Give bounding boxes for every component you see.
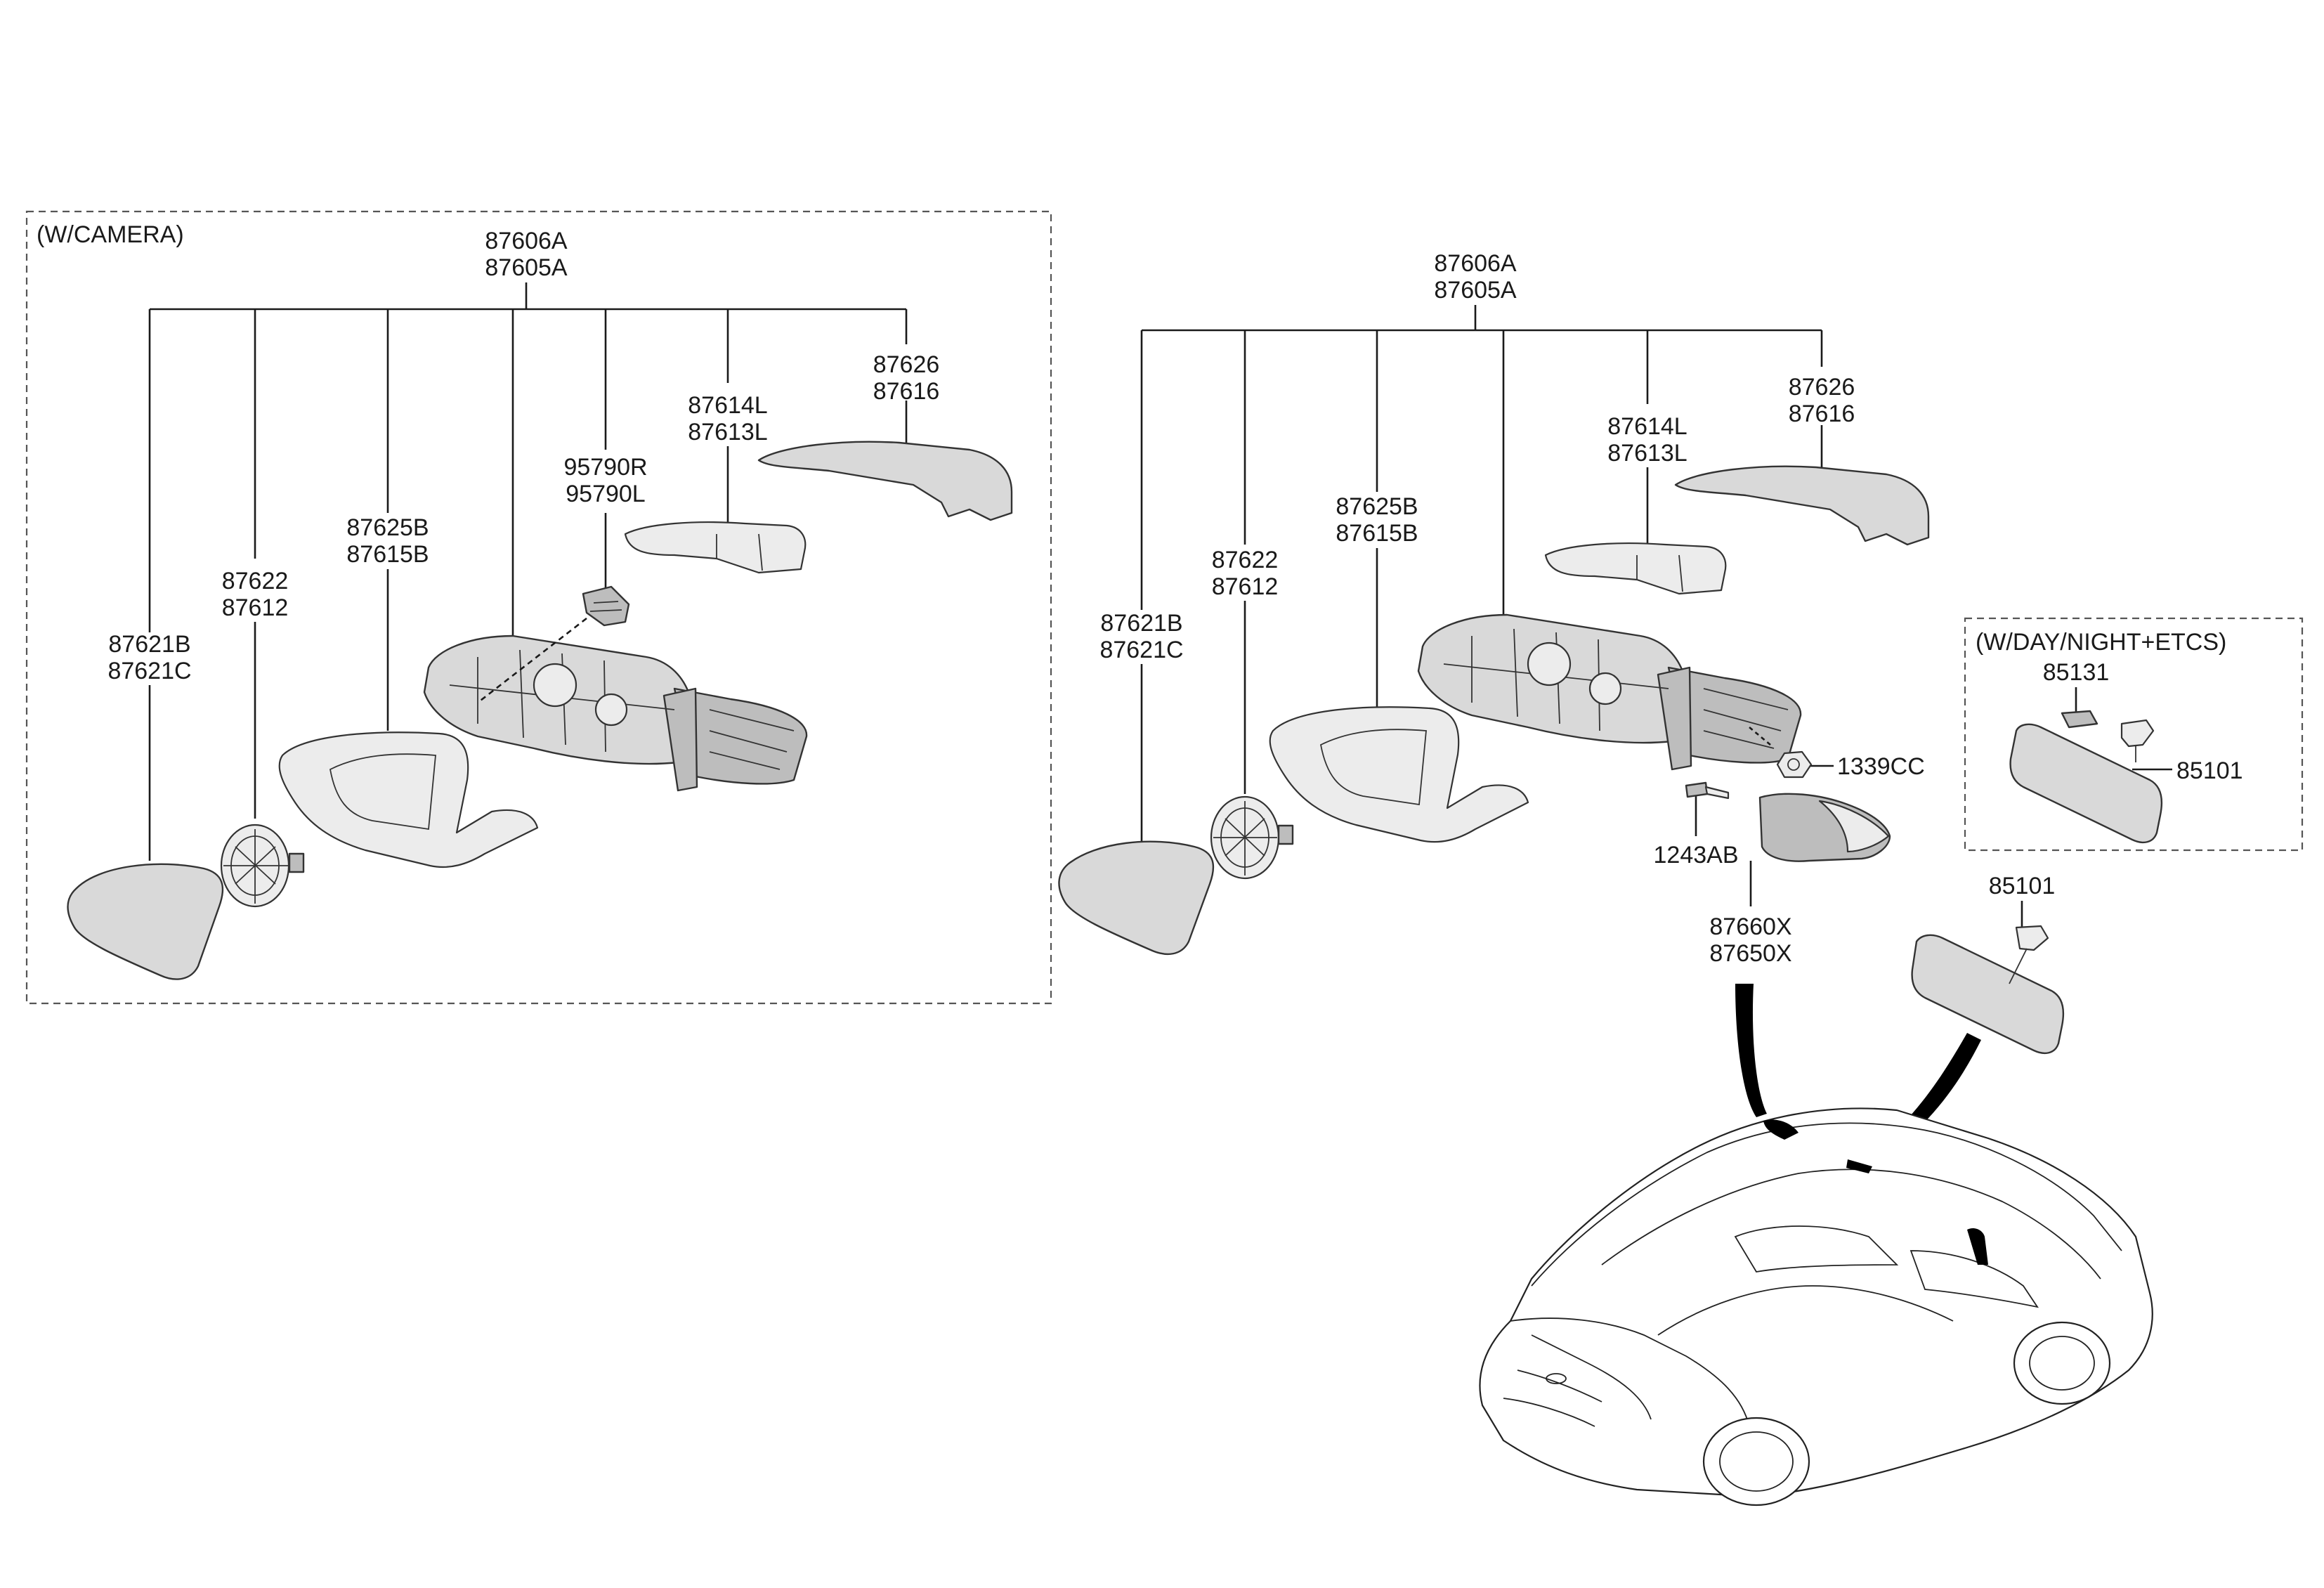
- day-night-etcs-box: [1964, 617, 2304, 852]
- left-lamp-label-1: 87614L: [688, 392, 767, 419]
- right-scalp-cover: [1674, 465, 1930, 546]
- right-holder-label-2: 87615B: [1336, 520, 1418, 547]
- left-holder-label-1: 87625B: [346, 514, 429, 541]
- right-holder-label-1: 87625B: [1336, 493, 1418, 520]
- right-mirror-holder: [1269, 706, 1529, 843]
- left-actuator-label-1: 87622: [222, 568, 289, 594]
- right-actuator-label-1: 87622: [1212, 547, 1279, 573]
- etcs-inside-mirror: [2009, 710, 2163, 844]
- right-actuator: [1210, 795, 1294, 880]
- left-holder-label-2: 87615B: [346, 541, 429, 568]
- inside-mirror-location-arrow: [1862, 1033, 1981, 1168]
- screw-label: 1243AB: [1654, 842, 1739, 868]
- left-actuator-label-2: 87612: [222, 594, 289, 621]
- right-scalp-label-1: 87626: [1789, 374, 1855, 401]
- cover-label-2: 87650X: [1709, 940, 1791, 967]
- nut-1339cc: [1749, 727, 1813, 779]
- cover-location-arrow: [1735, 984, 1767, 1117]
- cover-label-1: 87660X: [1709, 913, 1791, 940]
- right-mirror-housing: [1417, 613, 1802, 771]
- left-assembly-label-2: 87605A: [485, 254, 568, 281]
- right-turn-signal-lamp: [1544, 542, 1727, 595]
- left-camera: [477, 585, 630, 704]
- left-mirror-holder: [278, 731, 539, 868]
- right-glass-label-1: 87621B: [1100, 610, 1182, 637]
- left-camera-label-1: 95790R: [563, 454, 647, 481]
- right-actuator-label-2: 87612: [1212, 573, 1279, 600]
- screw-1243ab: [1685, 781, 1730, 800]
- left-mirror-housing: [423, 634, 808, 792]
- left-turn-signal-lamp: [624, 521, 807, 574]
- right-lamp-label-1: 87614L: [1607, 413, 1687, 440]
- left-lamp-label-2: 87613L: [688, 419, 767, 445]
- right-assembly-label-1: 87606A: [1434, 250, 1517, 277]
- left-glass-label-2: 87621C: [107, 658, 191, 684]
- camera-variant-condition: (W/CAMERA): [37, 221, 184, 248]
- left-mirror-glass: [67, 863, 224, 980]
- left-glass-label-1: 87621B: [108, 631, 190, 658]
- right-lamp-label-2: 87613L: [1607, 440, 1687, 467]
- rear-wheel: [1702, 1417, 1810, 1506]
- left-scalp-cover: [757, 441, 1013, 521]
- inside-rearview-mirror: [1911, 925, 2065, 1055]
- left-scalp-label-1: 87626: [873, 351, 940, 378]
- left-leader-lines: [148, 282, 908, 861]
- right-glass-label-2: 87621C: [1099, 637, 1183, 663]
- mirror-cover-87660x: [1758, 793, 1891, 862]
- left-actuator: [220, 824, 305, 908]
- left-camera-label-2: 95790L: [566, 481, 645, 507]
- vehicle-illustration: [1479, 1107, 2153, 1506]
- day-night-etcs-condition: (W/DAY/NIGHT+ETCS): [1976, 629, 2226, 656]
- nut-label: 1339CC: [1837, 753, 1925, 780]
- left-scalp-label-2: 87616: [873, 378, 940, 405]
- inside-mirror-label-boxed: 85101: [2176, 757, 2243, 784]
- right-scalp-label-2: 87616: [1789, 401, 1855, 427]
- inside-cover-label: 85131: [2043, 659, 2110, 686]
- right-mirror-glass: [1058, 840, 1215, 955]
- left-assembly-label-1: 87606A: [485, 228, 568, 254]
- front-wheel: [2013, 1321, 2111, 1405]
- inside-mirror-label: 85101: [1989, 873, 2056, 899]
- right-assembly-label-2: 87605A: [1434, 277, 1517, 304]
